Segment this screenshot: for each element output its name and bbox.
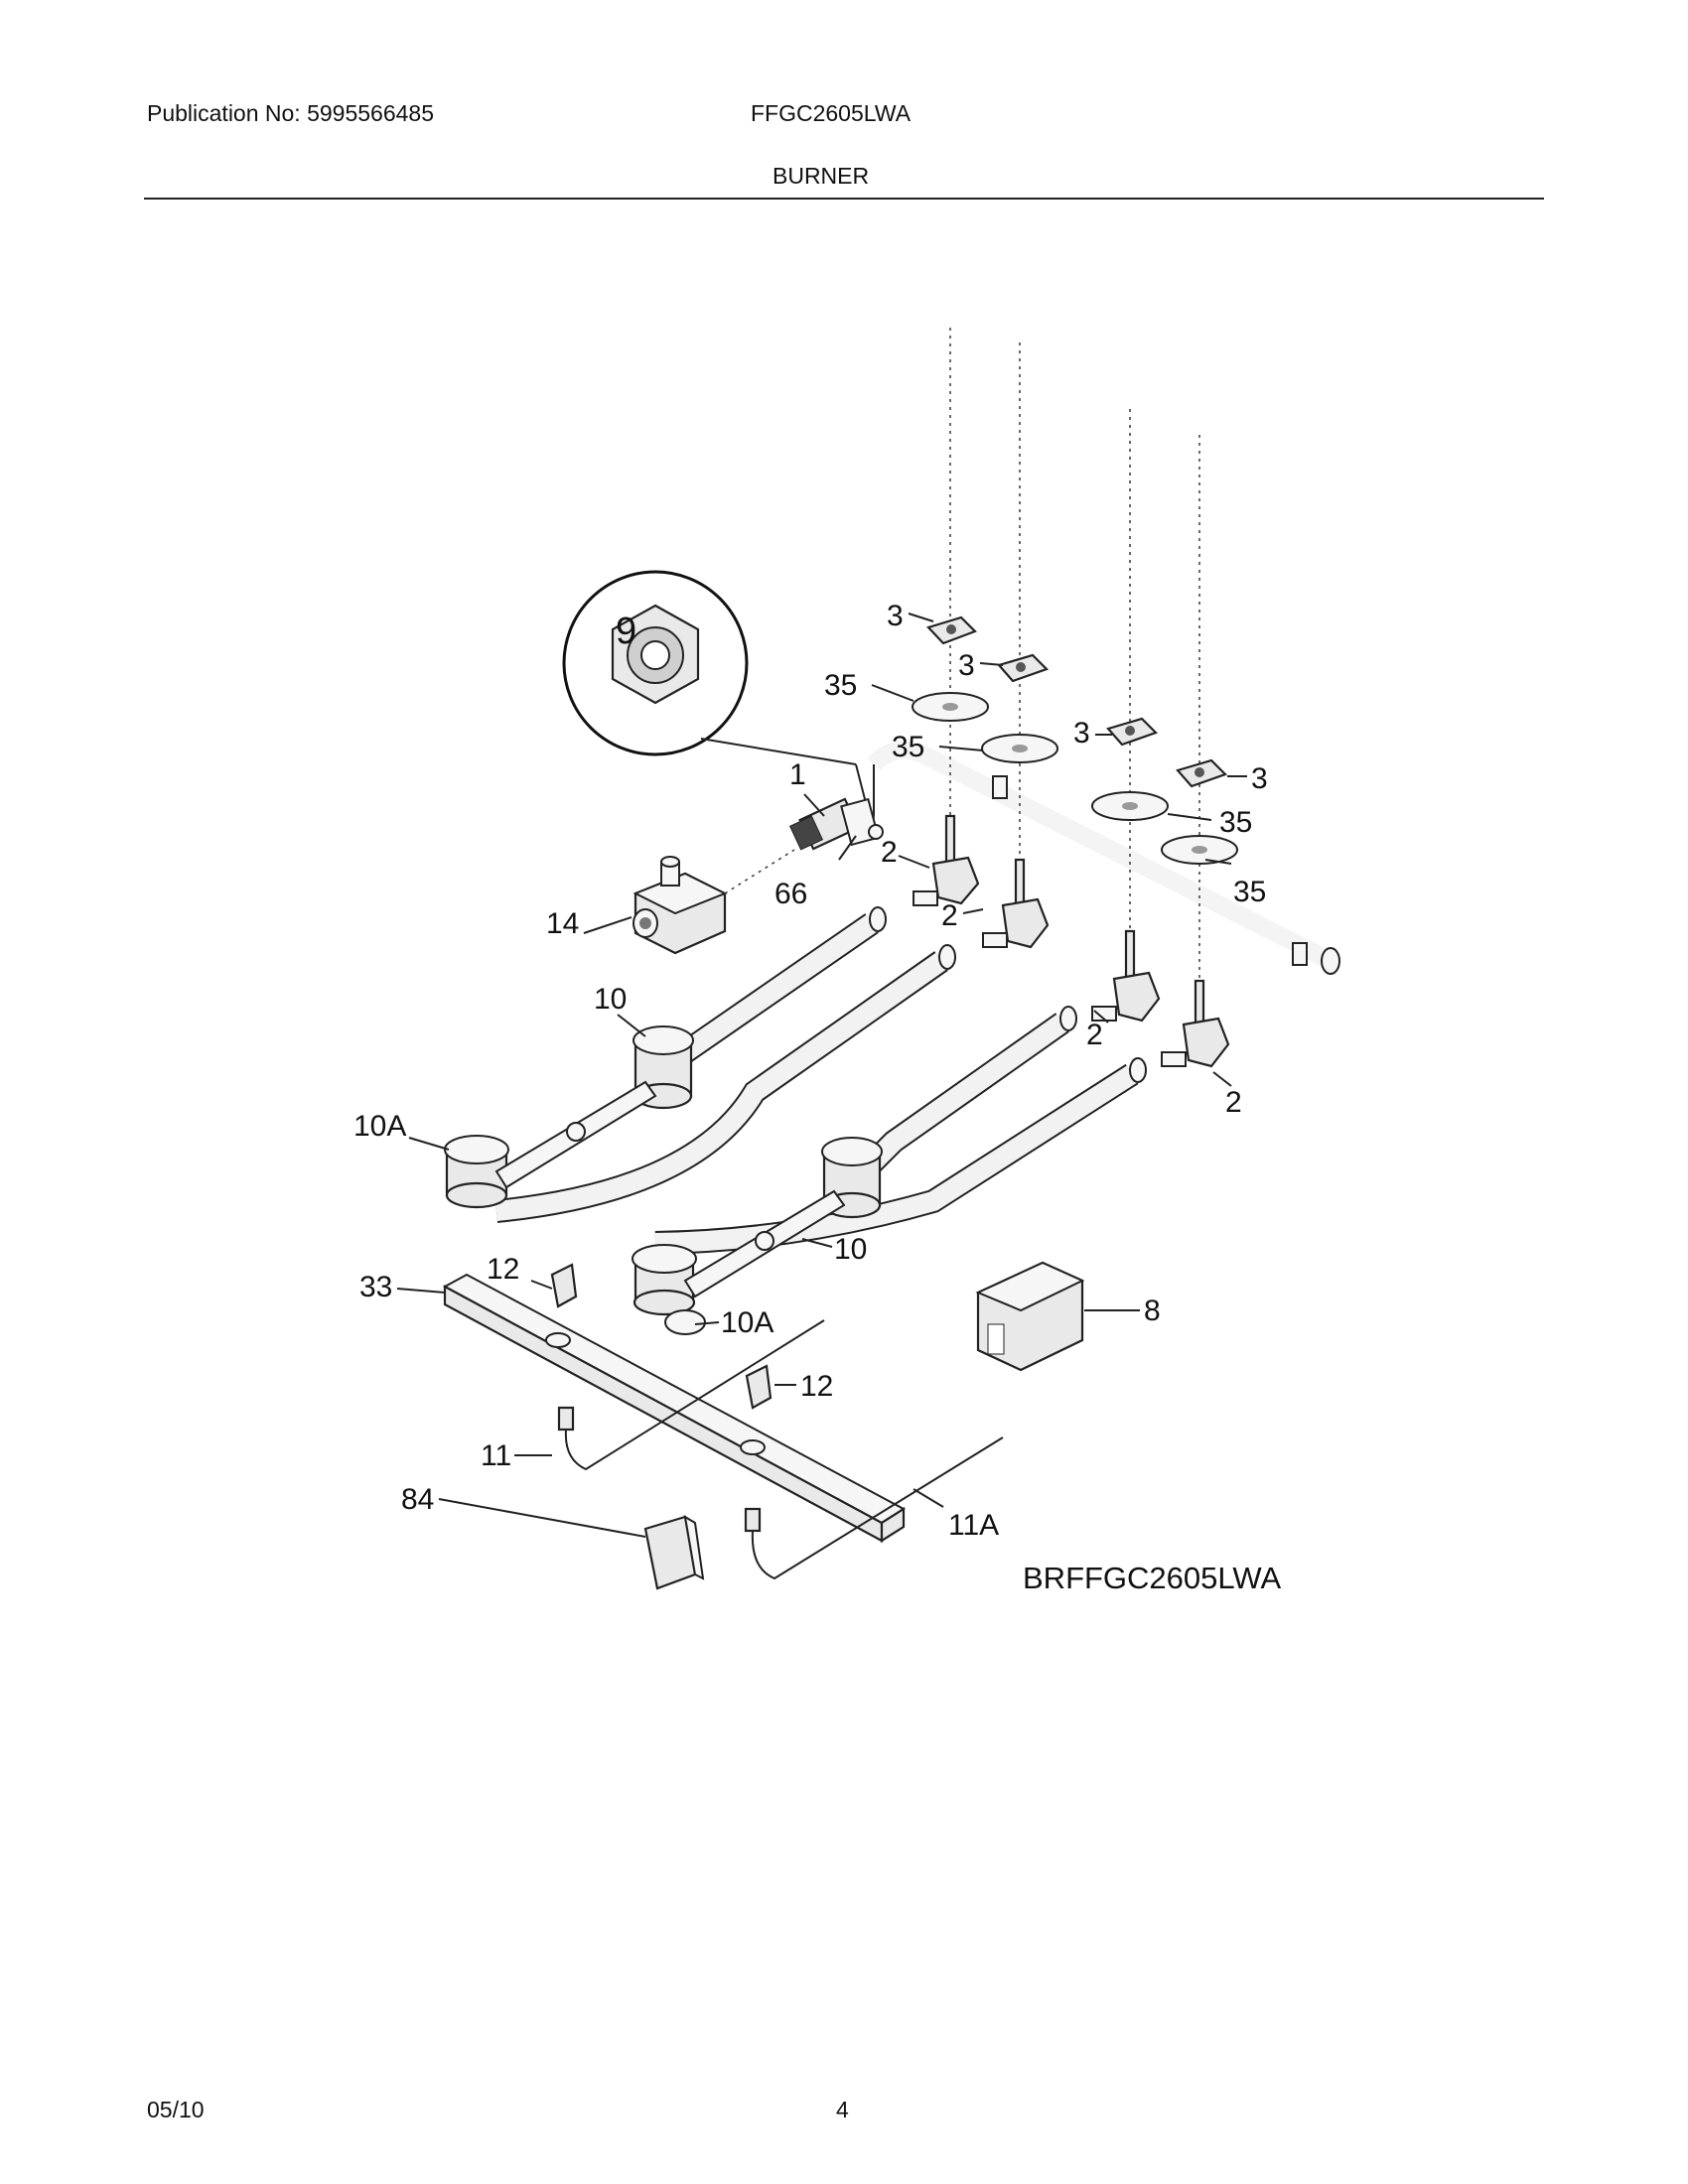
header-divider <box>144 198 1544 200</box>
callout-3-a: 3 <box>887 600 904 632</box>
callout-1: 1 <box>789 758 806 791</box>
bezel-4 <box>1161 835 1238 865</box>
valve-3 <box>1091 409 1161 1023</box>
callout-2-c: 2 <box>1086 1019 1103 1051</box>
callout-33: 33 <box>359 1271 392 1303</box>
igniter-11A <box>744 1436 1004 1580</box>
callout-12-b: 12 <box>800 1370 833 1403</box>
right-burner-bracket <box>683 1189 846 1298</box>
callout-3-d: 3 <box>1251 762 1268 795</box>
igniter-bracket <box>442 1273 906 1544</box>
bezel-2 <box>981 734 1058 763</box>
valve-2 <box>982 342 1050 949</box>
callout-10-a: 10 <box>594 983 627 1016</box>
page-number: 4 <box>836 2097 849 2122</box>
section-title: BURNER <box>773 163 870 189</box>
callout-10-b: 10 <box>834 1233 867 1266</box>
callout-84: 84 <box>401 1483 434 1516</box>
right-front-burner <box>632 1244 706 1335</box>
clip-84 <box>643 1515 705 1590</box>
callout-2-a: 2 <box>881 836 898 869</box>
callout-9: 9 <box>616 611 636 652</box>
callout-10A-b: 10A <box>721 1306 774 1339</box>
bezel-3 <box>1091 791 1169 821</box>
clip-2 <box>745 1364 773 1410</box>
knob-bracket-3 <box>1106 717 1159 747</box>
knob-bracket-2 <box>997 653 1050 683</box>
spark-module <box>975 1261 1085 1372</box>
detail-circle-nut <box>562 570 875 835</box>
valve-4 <box>1161 435 1230 1068</box>
model-number: FFGC2605LWA <box>751 100 912 126</box>
callout-66: 66 <box>774 878 807 910</box>
callout-3-b: 3 <box>958 649 975 682</box>
diagram-code: BRFFGC2605LWA <box>1023 1561 1281 1595</box>
valve-1 <box>913 328 980 906</box>
left-burner-bracket <box>494 1080 657 1189</box>
bezel-1 <box>912 692 989 722</box>
callout-35-a: 35 <box>824 669 857 702</box>
callout-35-c: 35 <box>1219 806 1252 839</box>
igniter-11 <box>557 1319 825 1471</box>
callout-2-d: 2 <box>1225 1086 1242 1119</box>
callout-8: 8 <box>1144 1295 1161 1327</box>
manifold-fitting <box>788 797 884 861</box>
callout-14: 14 <box>546 907 579 940</box>
knob-bracket-1 <box>925 615 977 645</box>
footer-date: 05/10 <box>147 2097 205 2122</box>
clip-1 <box>550 1263 578 1308</box>
callout-3-c: 3 <box>1073 717 1090 750</box>
knob-bracket-4 <box>1176 758 1228 788</box>
callout-35-d: 35 <box>1233 876 1266 908</box>
publication-number: Publication No: 5995566485 <box>147 100 435 126</box>
callout-12-a: 12 <box>487 1253 519 1286</box>
callout-35-b: 35 <box>892 731 924 763</box>
callout-11A: 11A <box>948 1509 999 1542</box>
left-rear-burner <box>633 1025 694 1110</box>
callout-11: 11 <box>481 1439 511 1472</box>
leader-lines <box>396 613 1247 1538</box>
pressure-regulator <box>633 849 795 955</box>
callout-10A-a: 10A <box>353 1110 406 1143</box>
callout-2-b: 2 <box>941 899 958 932</box>
